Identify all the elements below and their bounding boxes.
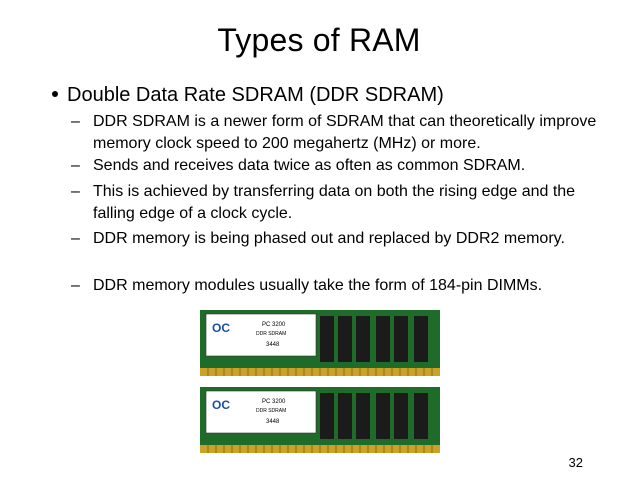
sub-point-text: DDR memory modules usually take the form… [93,277,543,294]
sub-point-text: DDR SDRAM is a newer form of SDRAM that … [93,113,597,152]
main-bullet-text: Double Data Rate SDRAM (DDR SDRAM) [67,84,444,106]
sub-point: – This is achieved by transferring data … [71,181,611,225]
main-bullet: Double Data Rate SDRAM (DDR SDRAM) [52,82,444,108]
memory-chip [356,393,370,439]
memory-chip [320,316,334,362]
sub-point: – DDR SDRAM is a newer form of SDRAM tha… [71,111,611,155]
sub-point-text: DDR memory is being phased out and repla… [93,230,565,247]
slide-title: Types of RAM [217,22,421,58]
page-number: 32 [568,455,583,470]
dash-icon: – [71,230,80,247]
memory-chip [338,316,352,362]
svg-text:DDR SDRAM: DDR SDRAM [256,331,286,337]
module-label [205,390,317,434]
memory-chip [356,316,370,362]
svg-text:PC 3200: PC 3200 [262,322,286,328]
svg-text:PC 3200: PC 3200 [262,399,286,405]
dash-icon: – [71,113,80,130]
sub-point: – Sends and receives data twice as often… [71,155,611,177]
sub-point-text: This is achieved by transferring data on… [93,183,576,222]
memory-chip [394,393,408,439]
ram-module-image: OC PC 3200 DDR SDRAM 3448 [200,310,440,376]
sub-point: – DDR memory is being phased out and rep… [71,228,611,250]
dash-icon: – [71,183,80,200]
svg-text:3448: 3448 [266,342,280,348]
memory-chip [376,316,390,362]
ram-module-image: OC PC 3200 DDR SDRAM 3448 [200,387,440,453]
memory-chip [376,393,390,439]
svg-text:3448: 3448 [266,419,280,425]
svg-text:OC: OC [212,321,230,335]
svg-text:DDR SDRAM: DDR SDRAM [256,408,286,414]
sub-point-text: Sends and receives data twice as often a… [93,157,526,174]
module-label [205,313,317,357]
memory-chip [414,316,428,362]
memory-chip [338,393,352,439]
svg-text:OC: OC [212,398,230,412]
memory-chip [320,393,334,439]
dash-icon: – [71,277,80,294]
memory-chip [394,316,408,362]
sub-point: – DDR memory modules usually take the fo… [71,275,611,297]
dash-icon: – [71,157,80,174]
memory-chip [414,393,428,439]
bullet-dot-icon [52,91,58,97]
